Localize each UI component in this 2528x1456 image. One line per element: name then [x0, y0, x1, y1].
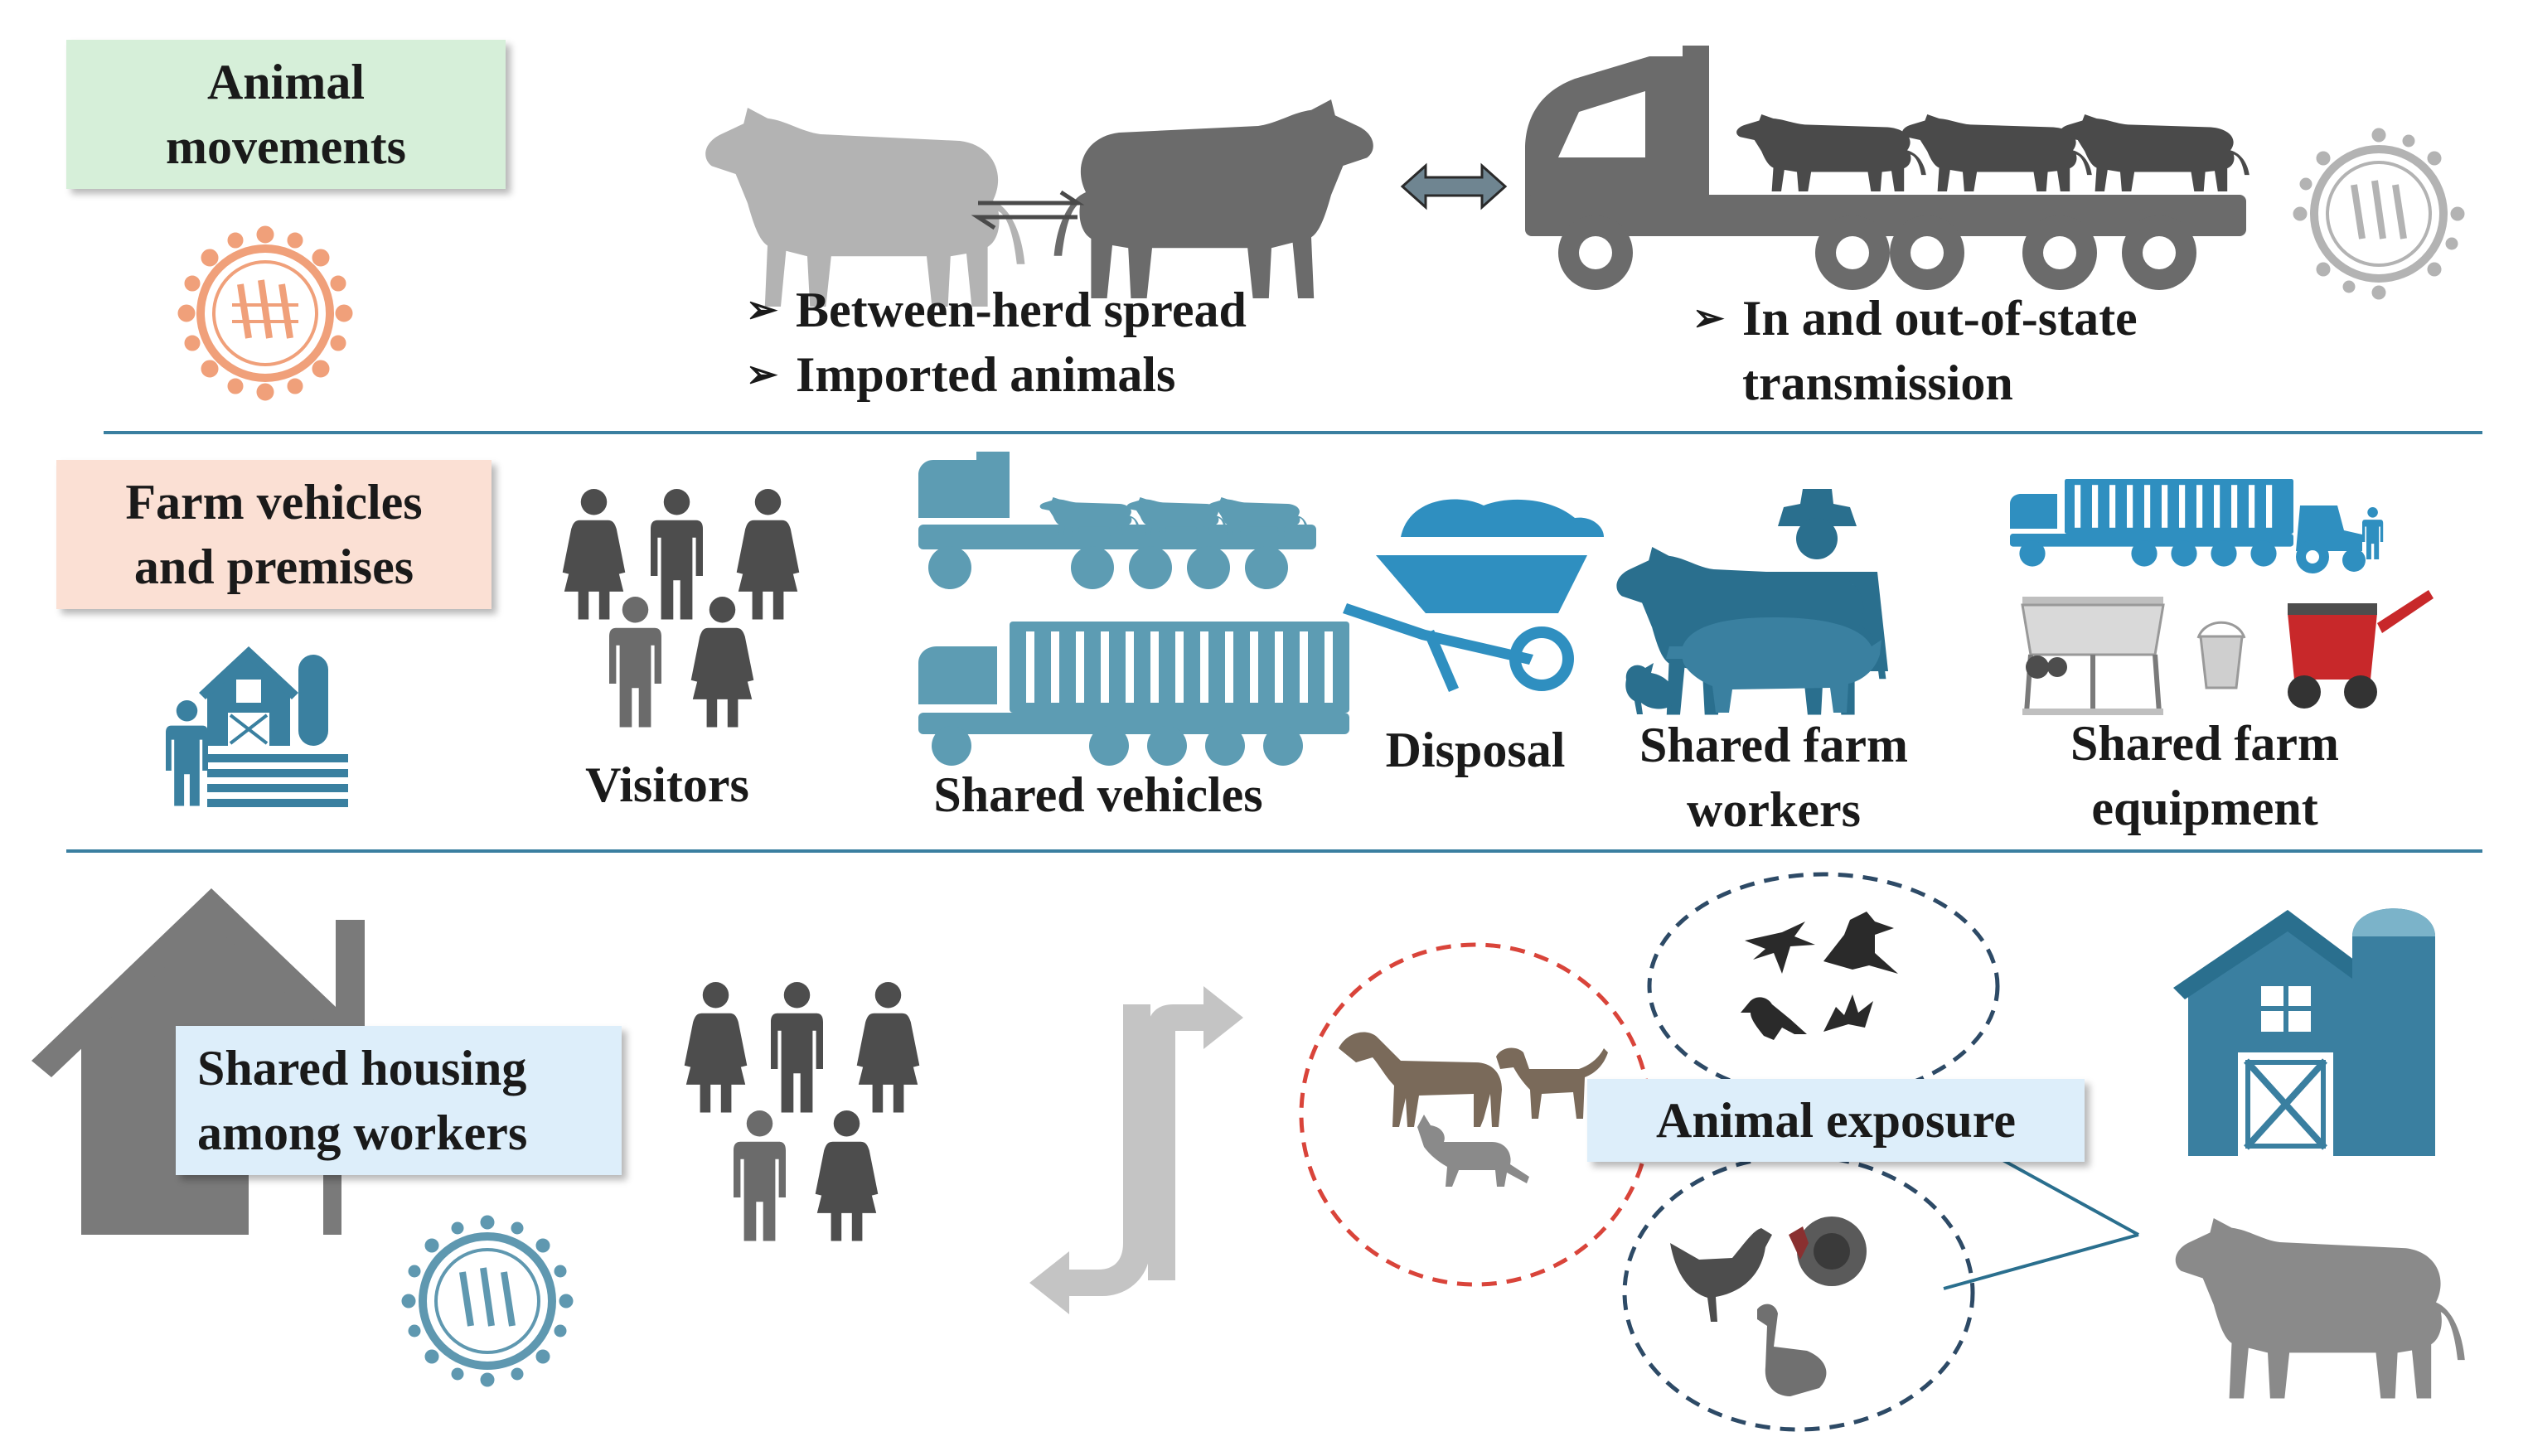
cow-icon	[2175, 1218, 2465, 1399]
bullet-arrow-icon: ➢	[746, 353, 778, 395]
bird-icon	[1823, 912, 1898, 974]
bullet-between-herd: ➢Between-herd spread	[746, 278, 1247, 342]
exposure-connector	[1943, 1142, 2139, 1290]
bullet-arrow-icon: ➢	[1693, 297, 1725, 339]
animal-exposure-box: Animal exposure	[1587, 1079, 2085, 1162]
shared-farm-workers-line2: workers	[1687, 782, 1861, 837]
shared-farm-equipment-line2: equipment	[2091, 781, 2318, 835]
chicken-icon	[1670, 1228, 1772, 1322]
shared-farm-workers-caption: Shared farm workers	[1608, 713, 1940, 842]
farm-vehicles-label-line1: Farm vehicles	[125, 475, 423, 530]
animal-movements-label-line2: movements	[166, 119, 406, 174]
bullet-imported-animals: ➢Imported animals	[746, 342, 1247, 407]
cat-icon	[1417, 1115, 1529, 1187]
virus-icon	[401, 1215, 574, 1387]
cattle-truck-icon	[918, 452, 1316, 589]
bat-icon	[1823, 994, 1873, 1032]
goose-icon	[1757, 1304, 1827, 1396]
dog-icon	[1496, 1047, 1608, 1119]
bullet-arrow-icon: ➢	[746, 288, 778, 331]
visitors-caption: Visitors	[585, 757, 749, 812]
tractor-icon	[2296, 505, 2366, 573]
virus-icon	[2293, 128, 2465, 300]
farmer-icon	[166, 700, 208, 806]
animal-movements-box: Animal movements	[66, 40, 506, 189]
bucket-icon	[2196, 621, 2246, 689]
between-herd-bullets: ➢Between-herd spread ➢Imported animals	[746, 278, 1247, 407]
farm-vehicles-box: Farm vehicles and premises	[56, 460, 492, 609]
milking-stand-icon	[2021, 597, 2165, 715]
barn-icon	[2173, 908, 2435, 1156]
barn-icon	[199, 646, 348, 807]
bird-icon	[1741, 997, 1807, 1040]
truck-icon	[918, 622, 1349, 766]
harvester-icon	[2288, 590, 2434, 709]
chicken-icon	[1625, 663, 1675, 714]
animal-movements-label-line1: Animal	[206, 55, 365, 109]
cattle-truck-icon	[1525, 46, 2250, 290]
farmer-icon	[2362, 507, 2384, 559]
pig-icon	[1666, 617, 1881, 713]
turkey-icon	[1789, 1217, 1867, 1286]
shared-housing-box: Shared housing among workers	[176, 1026, 622, 1175]
wheelbarrow-icon	[1343, 499, 1604, 692]
exchange-arrow-icon	[1400, 162, 1508, 210]
exchange-arrow-icon	[971, 190, 1085, 230]
shared-farm-equipment-caption: Shared farm equipment	[2039, 711, 2371, 840]
cow-icon	[705, 108, 1025, 307]
out-of-state-bullet: ➢ In and out-of-state transmission	[1693, 286, 2138, 415]
out-of-state-line2: transmission	[1742, 356, 2013, 410]
shared-housing-line2: among workers	[197, 1105, 528, 1160]
horse-icon	[1339, 1032, 1502, 1127]
farm-vehicles-label-line2: and premises	[133, 539, 414, 594]
shared-housing-line1: Shared housing	[197, 1041, 527, 1096]
shared-vehicles-caption: Shared vehicles	[933, 767, 1263, 822]
shared-farm-equipment-line1: Shared farm	[2070, 716, 2339, 771]
cow-icon	[1053, 99, 1373, 298]
flow-arrow-icon	[1029, 986, 1243, 1314]
virus-icon	[177, 225, 353, 401]
people-icon	[684, 982, 920, 1241]
disposal-caption: Disposal	[1385, 723, 1566, 777]
wildbird-exposure-circle	[1647, 872, 2000, 1100]
truck-icon	[2010, 479, 2293, 567]
animal-exposure-label: Animal exposure	[1656, 1093, 2016, 1148]
shared-farm-workers-line1: Shared farm	[1639, 718, 1908, 772]
people-icon	[562, 489, 800, 728]
out-of-state-line1: In and out-of-state	[1742, 291, 2138, 346]
bird-icon	[1745, 921, 1815, 974]
